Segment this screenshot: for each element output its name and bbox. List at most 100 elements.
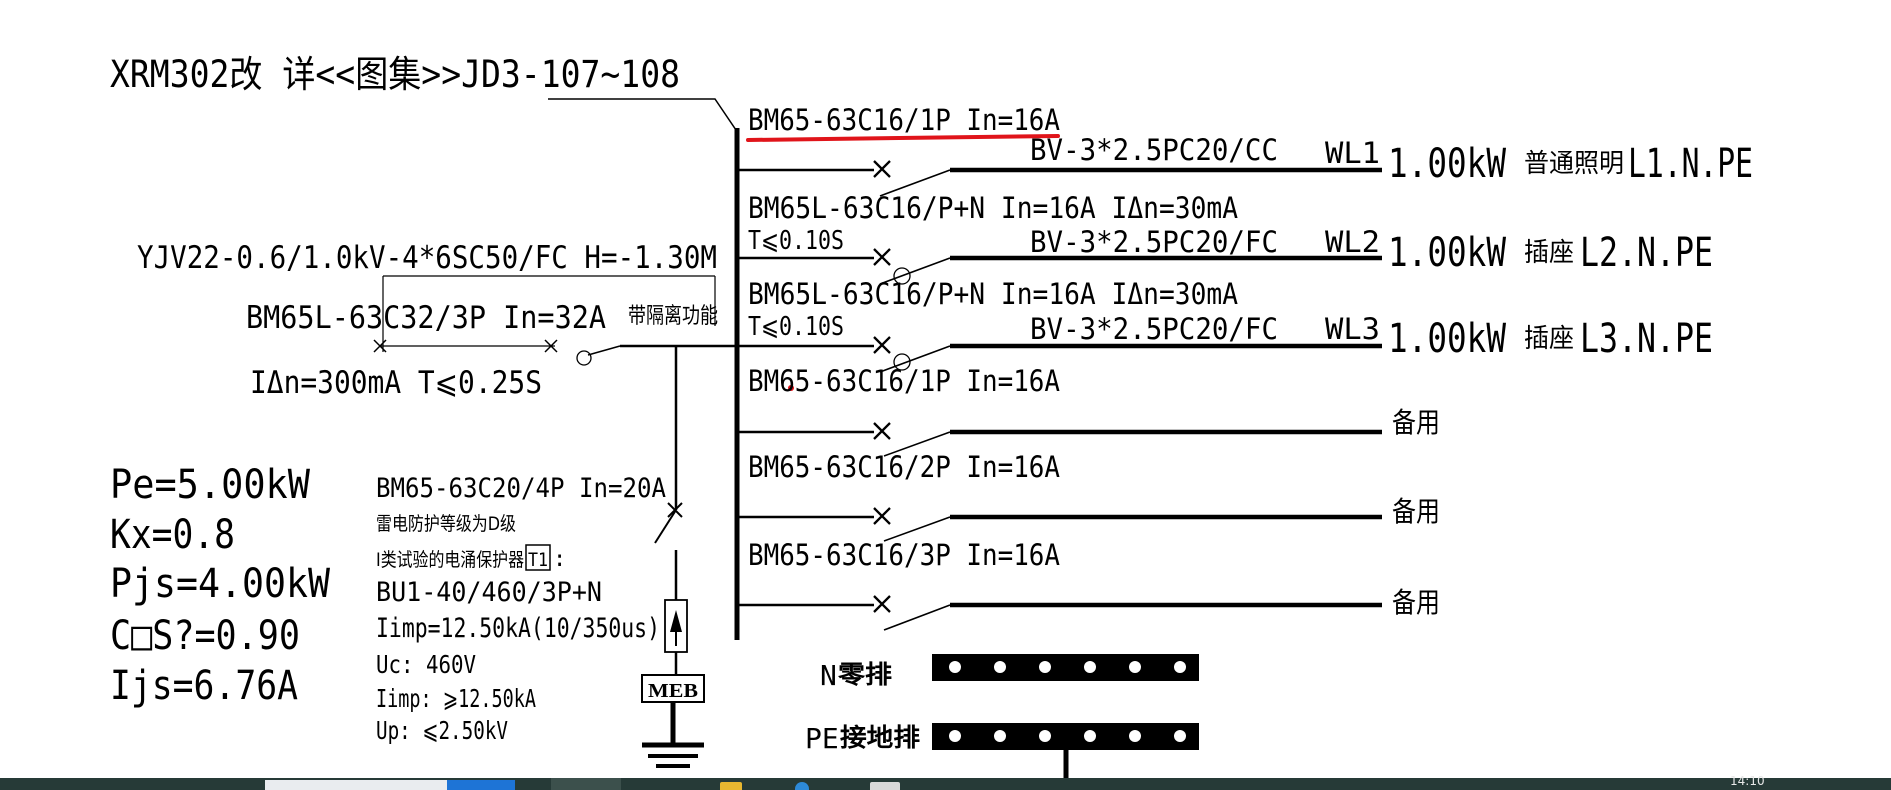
circuit-x-mark — [873, 507, 891, 525]
spd-test-class-colon: : — [553, 547, 566, 572]
incoming-x-mark — [373, 339, 558, 353]
circuit-use: 普通照明 — [1524, 149, 1624, 179]
terminal — [1129, 661, 1141, 673]
terminal — [1174, 661, 1186, 673]
load-parameters: Pe=5.00kW Kx=0.8 Pjs=4.00kW C□S?=0.90 Ij… — [110, 462, 331, 709]
circuit-id: WL2 — [1325, 225, 1380, 259]
circuit-x-mark — [873, 160, 891, 178]
param-pjs: Pjs=4.00kW — [110, 561, 331, 607]
incoming-cable-label: YJV22-0.6/1.0kV-4*6SC50/FC H=-1.30M — [137, 240, 717, 276]
spd-arrow — [670, 610, 682, 632]
title-leader-line — [548, 98, 737, 131]
spd-protection-level: 雷电防护等级为D级 — [376, 513, 516, 535]
spd-test-class-box — [525, 544, 551, 571]
circuit-breaker-blade — [883, 516, 951, 542]
circuit-trip-time: T⩽0.10S — [748, 312, 844, 342]
circuit-cable-label: BV-3*2.5PC20/CC — [1030, 133, 1278, 167]
n-bar-label: 零排 — [837, 660, 892, 689]
circuit-trip-time: T⩽0.10S — [748, 226, 844, 256]
param-cos: C□S?=0.90 — [110, 613, 300, 659]
app-window-icon[interactable] — [870, 782, 900, 790]
n-bar-prefix: N — [820, 659, 837, 692]
spare-label: 备用 — [1392, 495, 1440, 528]
circuit-breaker-blade — [879, 169, 951, 197]
param-pe: Pe=5.00kW — [110, 462, 311, 508]
circuit-use: 插座 — [1524, 238, 1574, 268]
param-kx: Kx=0.8 — [110, 512, 235, 558]
taskbar-clock[interactable]: 14:10 — [1730, 774, 1765, 788]
circuit-power: 1.00kW — [1388, 316, 1507, 362]
circuit-wl2: BM65L-63C16/P+N In=16A IΔn=30mA T⩽0.10S … — [737, 191, 1713, 285]
spd-model: BU1-40/460/3P+N — [376, 577, 602, 608]
spare-label: 备用 — [1392, 586, 1440, 619]
spd-test-class: Ⅰ类试验的电涌保护器 — [376, 549, 524, 571]
n-busbar-terminals — [949, 661, 1186, 673]
incoming-leakage-label: IΔn=300mA T⩽0.25S — [250, 365, 542, 401]
drawing-title: XRM302改 详<<图集>>JD3-107~108 — [110, 53, 680, 96]
rcd-circle — [893, 353, 911, 371]
spd-test-class-box-label: T1 — [528, 549, 548, 571]
param-ijs: Ijs=6.76A — [110, 663, 298, 709]
circuit-power: 1.00kW — [1388, 141, 1507, 187]
spd-uc: Uc: 460V — [376, 650, 476, 679]
circuit-x-mark — [873, 336, 891, 354]
spd-up: Up: ⩽2.50kV — [376, 716, 508, 745]
circuit-wl1: BM65-63C16/1P In=16A BV-3*2.5PC20/CC WL1… — [737, 103, 1753, 197]
circuit-power: 1.00kW — [1388, 230, 1507, 276]
circuit-use: 插座 — [1524, 324, 1574, 354]
circuit-wl3: BM65L-63C16/P+N In=16A IΔn=30mA T⩽0.10S … — [737, 277, 1713, 373]
circuit-breaker-blade — [883, 431, 951, 457]
taskbar-active-app[interactable] — [551, 778, 621, 790]
incoming-breaker-circle — [576, 350, 592, 366]
spare-breaker-label: BM65-63C16/2P In=16A — [748, 450, 1060, 484]
circuit-phase: L1.N.PE — [1628, 141, 1753, 187]
taskbar-search-button[interactable] — [447, 780, 515, 790]
terminal — [1084, 730, 1096, 742]
stray-red-dot — [788, 385, 794, 391]
spd-iimp: Iimp=12.50kA(10/350us) — [376, 613, 660, 644]
pe-bar-label: 接地排 — [840, 723, 920, 752]
terminal — [1039, 730, 1051, 742]
terminal — [994, 730, 1006, 742]
circuit-breaker-blade — [883, 604, 951, 631]
circuit-x-mark — [873, 422, 891, 440]
circuit-breaker-label: BM65L-63C16/P+N In=16A IΔn=30mA — [748, 191, 1238, 225]
taskbar-search-box[interactable] — [265, 780, 447, 790]
circuit-id: WL3 — [1325, 312, 1380, 346]
isolation-note: 带隔离功能 — [628, 304, 718, 329]
spd-breaker-label: BM65-63C20/4P In=20A — [376, 473, 666, 504]
terminal — [1039, 661, 1051, 673]
terminal — [1174, 730, 1186, 742]
circuit-breaker-label: BM65L-63C16/P+N In=16A IΔn=30mA — [748, 277, 1238, 311]
circuit-cable-label: BV-3*2.5PC20/FC — [1030, 312, 1278, 346]
spare-circuit-3: BM65-63C16/3P In=16A 备用 — [737, 538, 1440, 631]
terminal — [1129, 730, 1141, 742]
circuit-x-mark — [873, 595, 891, 613]
circuit-phase: L2.N.PE — [1580, 230, 1713, 276]
red-underline-annotation — [746, 134, 1060, 142]
pe-bar-prefix: PE — [805, 722, 839, 755]
terminal — [1084, 661, 1096, 673]
circuit-cable-label: BV-3*2.5PC20/FC — [1030, 225, 1278, 259]
circuit-id: WL1 — [1325, 136, 1380, 170]
spare-label: 备用 — [1392, 406, 1440, 439]
spare-breaker-label: BM65-63C16/1P In=16A — [748, 364, 1060, 398]
circuit-breaker-blade — [879, 345, 951, 373]
pe-busbar-terminals — [949, 730, 1186, 742]
spd-iimp-min: Iimp: ⩾12.50kA — [376, 684, 536, 713]
taskbar: 14:10 — [0, 774, 1891, 790]
rcd-circle — [893, 267, 911, 285]
circuit-x-mark — [873, 248, 891, 266]
terminal — [994, 661, 1006, 673]
circuit-breaker-blade — [879, 257, 951, 285]
folder-icon[interactable] — [720, 782, 742, 790]
incoming-breaker-blade — [587, 345, 621, 356]
browser-icon[interactable] — [795, 782, 809, 790]
spd-breaker-blade — [654, 509, 677, 544]
meb-label: MEB — [648, 680, 698, 702]
n-busbar — [932, 654, 1199, 681]
pe-busbar — [932, 723, 1199, 750]
terminal — [949, 730, 961, 742]
spare-circuit-1: BM65-63C16/1P In=16A 备用 — [737, 364, 1440, 457]
